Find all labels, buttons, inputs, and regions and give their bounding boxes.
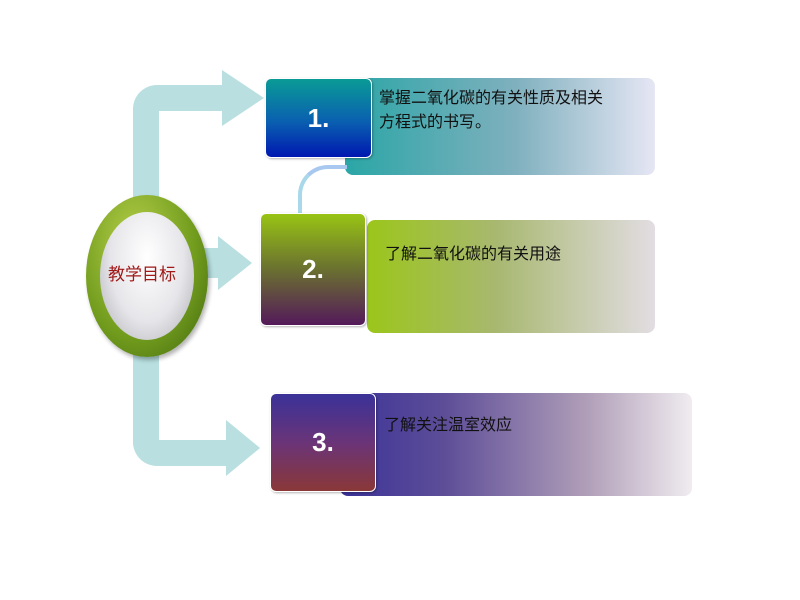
item-3-number: 3.: [270, 393, 376, 492]
item-1-text-line1: 掌握二氧化碳的有关性质及相关: [379, 88, 604, 107]
item-2-panel: 了解二氧化碳的有关用途: [367, 220, 655, 333]
curl-decoration: [298, 165, 347, 214]
item-3-text: 了解关注温室效应: [384, 415, 513, 434]
item-2-number: 2.: [260, 213, 366, 326]
item-1-text-line2: 方程式的书写。: [379, 112, 492, 131]
arrow-head-bottom-icon: [226, 420, 260, 476]
arrow-head-top-icon: [222, 70, 264, 126]
connector-top: [133, 85, 228, 111]
goal-label: 教学目标: [108, 265, 176, 285]
item-1-number: 1.: [265, 78, 372, 158]
item-2-text: 了解二氧化碳的有关用途: [385, 244, 562, 263]
connector-bottom: [133, 440, 233, 466]
item-3-panel: 了解关注温室效应: [340, 393, 692, 496]
item-1-panel: 掌握二氧化碳的有关性质及相关 方程式的书写。: [345, 78, 655, 175]
arrow-head-middle-icon: [218, 236, 252, 290]
goal-badge-inner: [100, 212, 194, 340]
